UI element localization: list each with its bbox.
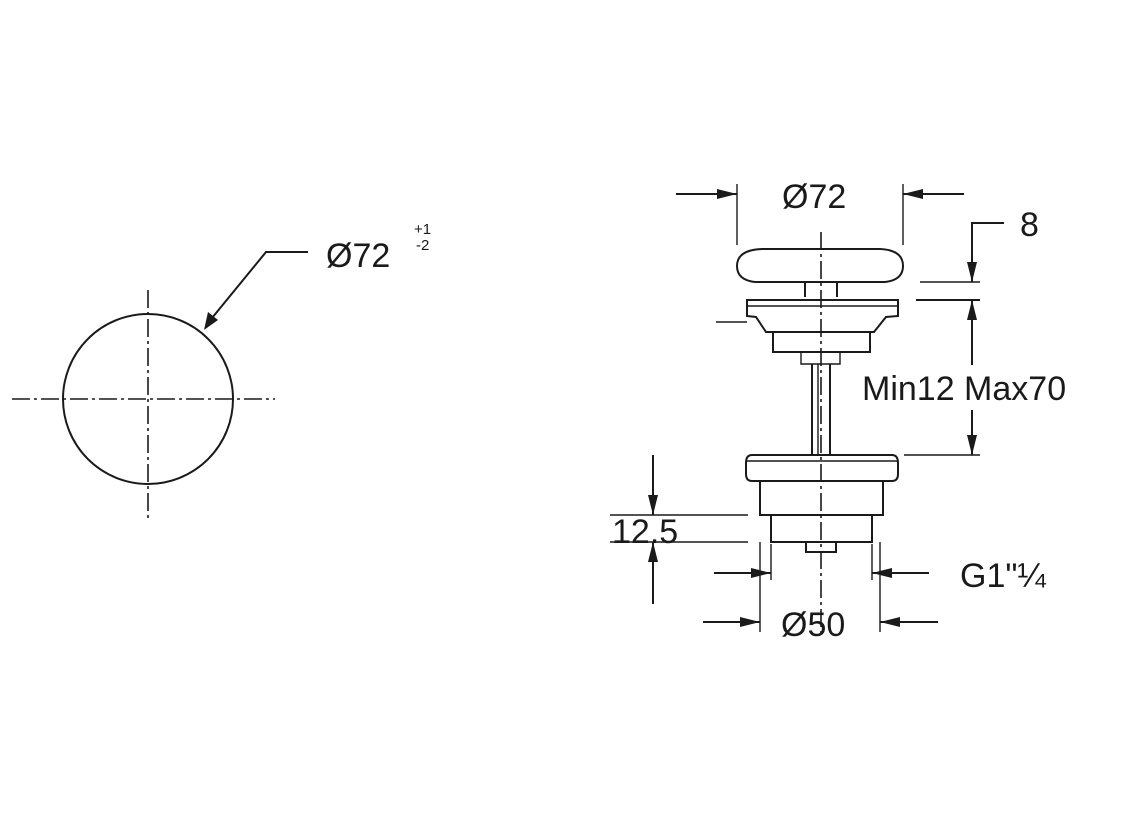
lower-dim-lower-arrow [648,542,658,562]
cap-height-arrow [967,262,977,282]
flange [746,299,899,333]
side-view: Ø72 8 Min12 Max70 12.5 G1"¼ [610,178,1066,644]
lower-dim-upper-arrow [648,495,658,515]
cap-neck [804,282,838,297]
diameter-leader-line [211,251,308,319]
body-dim-left-arrow [740,617,760,627]
cap-dim-right-arrow [903,189,923,199]
thread-dim-left-arrow [751,568,771,578]
cap-diameter-label: Ø72 [782,178,846,216]
drain-cap [735,248,905,283]
body-diameter-label: Ø50 [781,606,845,644]
thickness-dim-upper-arrow [967,300,977,320]
top-view: Ø72 +1 -2 [12,221,431,518]
lower-nut [745,454,899,482]
cap-height-label: 8 [1020,206,1039,244]
thread-end [770,515,873,543]
top-diameter-label: Ø72 [326,237,390,275]
lower-height-label: 12.5 [612,513,678,551]
thread-dim-right-arrow [872,568,892,578]
diameter-leader-arrow [204,312,218,330]
thickness-range-label: Min12 Max70 [862,370,1066,408]
cap-height-leader [971,222,1004,282]
thickness-dim-lower-arrow [967,435,977,455]
cap-dim-left-arrow [717,189,737,199]
tolerance-upper-label: +1 [414,221,431,238]
tolerance-lower-label: -2 [416,237,429,254]
connecting-rod [811,364,831,455]
body-dim-right-arrow [880,617,900,627]
thread-label: G1"¼ [960,557,1046,595]
